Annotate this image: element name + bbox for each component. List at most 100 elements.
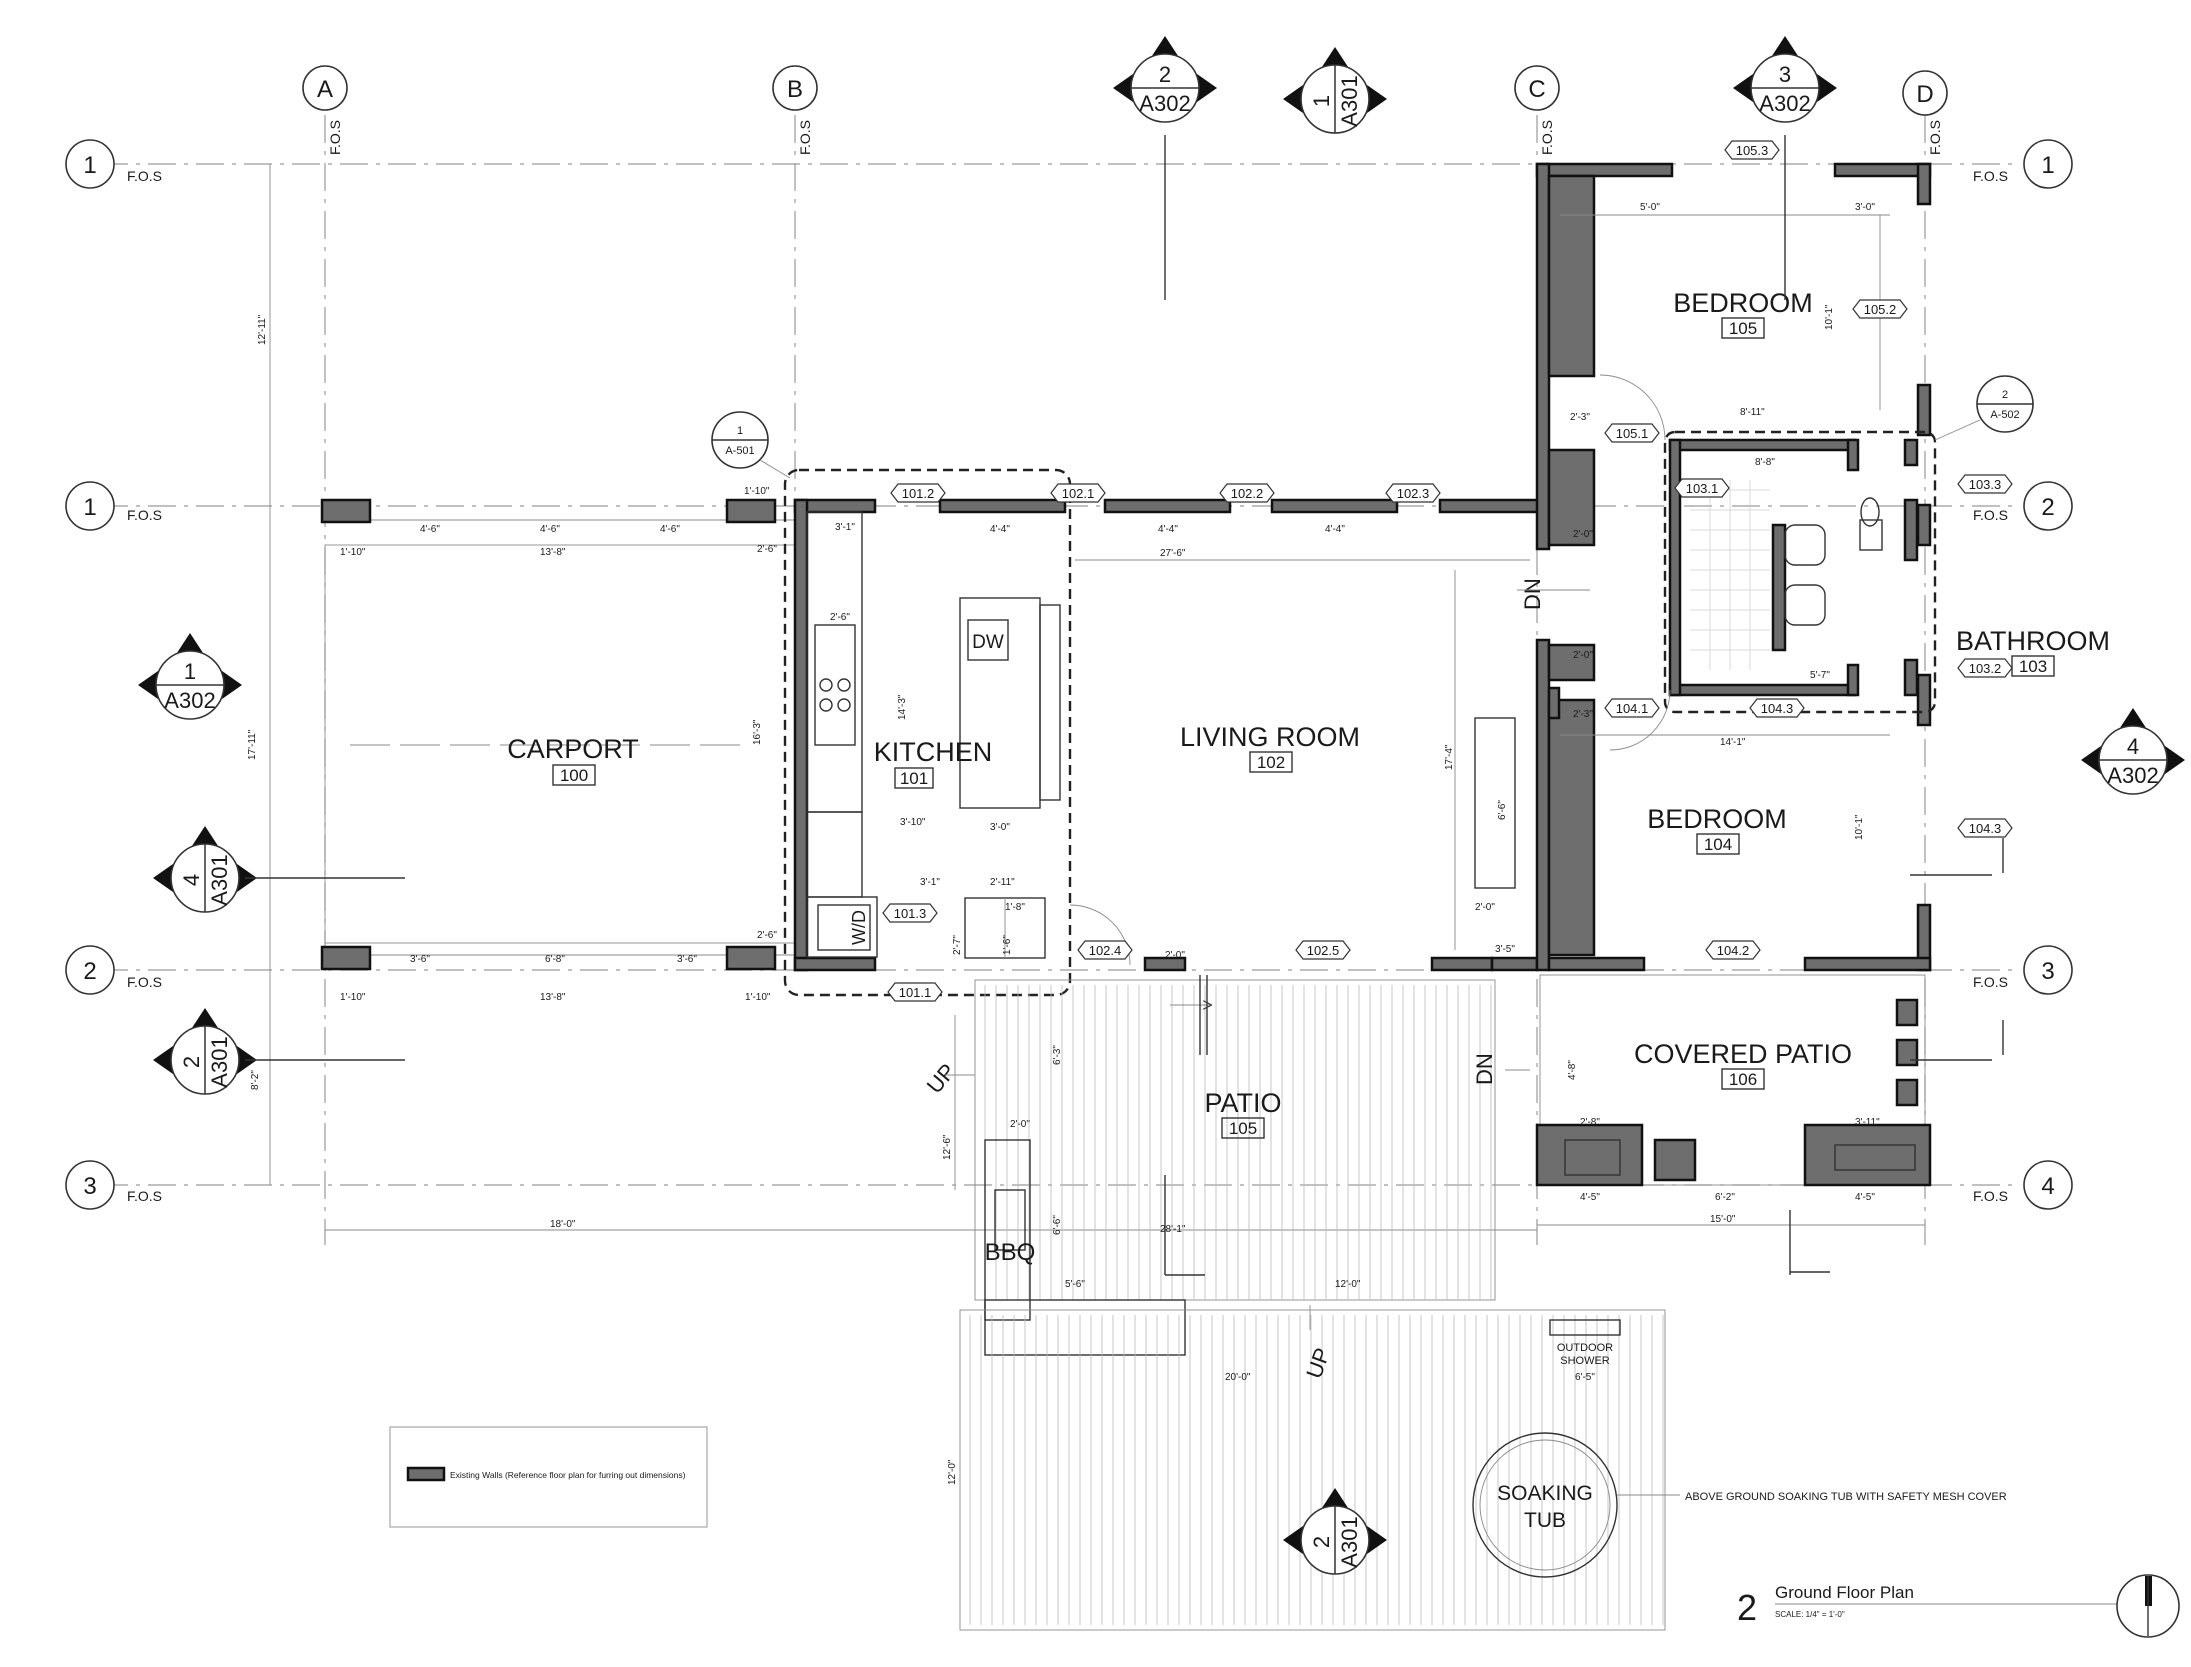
carport-area: 4'-6" 4'-6" 4'-6" 13'-8" 1'-10" 1'-10" 2…	[247, 314, 1537, 1231]
door-tag-label: 104.2	[1717, 943, 1750, 958]
dim-living-split-3: 4'-4"	[1325, 524, 1345, 535]
dim-bedroom-depth-105: 10'-1"	[1824, 304, 1835, 330]
room-name-bedroom-105: BEDROOM	[1673, 288, 1813, 318]
fos-row-right-2: F.O.S	[1973, 507, 2008, 523]
dim-patio-bot-2: 12'-0"	[1335, 1279, 1361, 1290]
door-tag-hex	[1219, 483, 1275, 503]
section-cut-lines	[245, 135, 1992, 1061]
fos-row-left-3: F.O.S	[127, 1188, 162, 1204]
living-room-area: 27'-6" 4'-4" 4'-4" 4'-4" 17'-4" 6'-6" 2'…	[990, 524, 1530, 1055]
patio-decking	[984, 985, 1492, 1300]
room-number-kitchen: 101	[900, 769, 928, 788]
room-name-bathroom: BATHROOM	[1956, 626, 2110, 656]
section-marker-sheet: A302	[1759, 91, 1810, 116]
dim-bath-lower: 5'-7"	[1810, 670, 1830, 681]
dim-bath-side: 2'-0"	[1573, 529, 1593, 540]
dim-kitchen-1: 3'-1"	[835, 522, 855, 533]
dim-carport-small-bot: 1'-10"	[340, 992, 366, 1003]
section-marker-num: 4	[179, 874, 204, 886]
dim-bbq-length: 6'-6"	[1052, 1215, 1063, 1235]
dim-bed104-left: 2'-3"	[1573, 709, 1593, 720]
fos-label-d: F.O.S	[1927, 120, 1943, 155]
section-marker-sheet: A301	[207, 854, 232, 905]
dim-kitchen-4: 3'-10"	[900, 817, 926, 828]
section-arrow-left	[1733, 74, 1753, 102]
section-arrow-left	[1113, 74, 1133, 102]
room-name-bedroom-104: BEDROOM	[1647, 804, 1787, 834]
room-number-covered-patio: 106	[1729, 1070, 1757, 1089]
grid-label-a: A	[317, 76, 333, 103]
sofa	[1474, 717, 1516, 889]
carport-post	[320, 945, 372, 971]
dim-carport-top-1: 4'-6"	[420, 524, 440, 535]
door-tag-hex	[1604, 423, 1660, 443]
dim-kitchen-10: 2'-7"	[952, 935, 963, 955]
legend: Existing Walls (Reference floor plan for…	[389, 1426, 708, 1528]
dim-patio-width: 28'-1"	[1160, 1224, 1186, 1235]
section-arrow-right	[1367, 1526, 1387, 1554]
door-tag-hex	[1705, 940, 1761, 960]
section-marker-num: 2	[1159, 62, 1171, 87]
dim-living-split-2: 4'-4"	[1158, 524, 1178, 535]
bathroom-tile-grid	[1690, 480, 1770, 670]
dim-kitchen-2: 2'-6"	[830, 612, 850, 623]
dim-living-depth: 17'-4"	[1444, 744, 1455, 770]
fos-row-left-1b: F.O.S	[127, 507, 162, 523]
fos-label-a: F.O.S	[327, 120, 343, 155]
room-number-living-room: 102	[1257, 753, 1285, 772]
section-marker-sheet: A301	[207, 1036, 232, 1087]
dim-kitchen-3: 14'-3"	[897, 694, 908, 720]
door-tag-hex	[1957, 818, 2013, 838]
dim-bath-width: 8'-8"	[1755, 457, 1775, 468]
section-arrow-right	[1367, 85, 1387, 113]
row-label-right-3: 3	[2041, 958, 2054, 985]
dim-carport-top-3: 4'-6"	[660, 524, 680, 535]
door-tag-hex	[1852, 299, 1908, 319]
dim-cp-2: 2'-8"	[1580, 1117, 1600, 1128]
dim-carport-offset-bot: 2'-6"	[757, 930, 777, 941]
deck-boards	[969, 1315, 1664, 1625]
detail-ref-a501-num: 1	[737, 425, 743, 437]
section-arrow-right	[222, 671, 242, 699]
grid-label-c: C	[1528, 76, 1545, 103]
dim-living-bot: 2'-0"	[1165, 950, 1185, 961]
room-number-bathroom: 103	[2019, 657, 2047, 676]
dim-carport-top-2: 4'-6"	[540, 524, 560, 535]
dim-shower-width: 6'-5"	[1575, 1372, 1595, 1383]
room-number-bedroom-105: 105	[1729, 319, 1757, 338]
door-tag-label: 104.1	[1616, 701, 1649, 716]
stair-down-label-2: DN	[1472, 1053, 1497, 1085]
drawing-scale: SCALE: 1/4" = 1'-0"	[1775, 1610, 1845, 1619]
carport-post	[725, 945, 777, 971]
fos-label-b: F.O.S	[797, 120, 813, 155]
door-tag-label: 103.3	[1969, 477, 2002, 492]
door-tag-label: 101.2	[902, 486, 935, 501]
dim-sofa-offset: 2'-0"	[1475, 902, 1495, 913]
door-tag-hex	[1604, 698, 1660, 718]
dim-bed105-corner: 3'-0"	[1855, 202, 1875, 213]
dim-carport-bot-1: 3'-6"	[410, 954, 430, 965]
dim-patio-bot-1: 5'-6"	[1065, 1279, 1085, 1290]
dim-patio-open: 6'-3"	[1052, 1045, 1063, 1065]
grid-bubble-b	[772, 65, 818, 111]
section-arrow-left	[153, 1046, 173, 1074]
fos-label-c: F.O.S	[1539, 120, 1555, 155]
dim-bed105-top: 5'-0"	[1640, 202, 1660, 213]
door-tag-hex	[1295, 940, 1351, 960]
dim-carport-offset-top: 2'-6"	[757, 544, 777, 555]
section-arrow-right	[1817, 74, 1837, 102]
carport-post	[320, 498, 372, 524]
stair-labels: DN DN UP UP	[922, 578, 1590, 1382]
door-tag-label: 101.1	[899, 985, 932, 1000]
section-marker-sheet: A301	[1337, 1516, 1362, 1567]
door-tag-hex	[1674, 478, 1730, 498]
fos-row-left-2: F.O.S	[127, 974, 162, 990]
dim-kitchen-5: 3'-0"	[990, 822, 1010, 833]
detail-ref-a502-num: 2	[2002, 389, 2008, 401]
soaking-tub-label-1: SOAKING	[1497, 1482, 1593, 1505]
section-arrow-right	[2165, 746, 2185, 774]
covered-patio-area: 15'-0" 4'-5" 6'-2" 4'-5" 3'-11" 2'-8" 4'…	[1535, 838, 2004, 1275]
dim-right-split-1: 4'-5"	[1580, 1192, 1600, 1203]
door-tag-label: 102.3	[1397, 486, 1430, 501]
